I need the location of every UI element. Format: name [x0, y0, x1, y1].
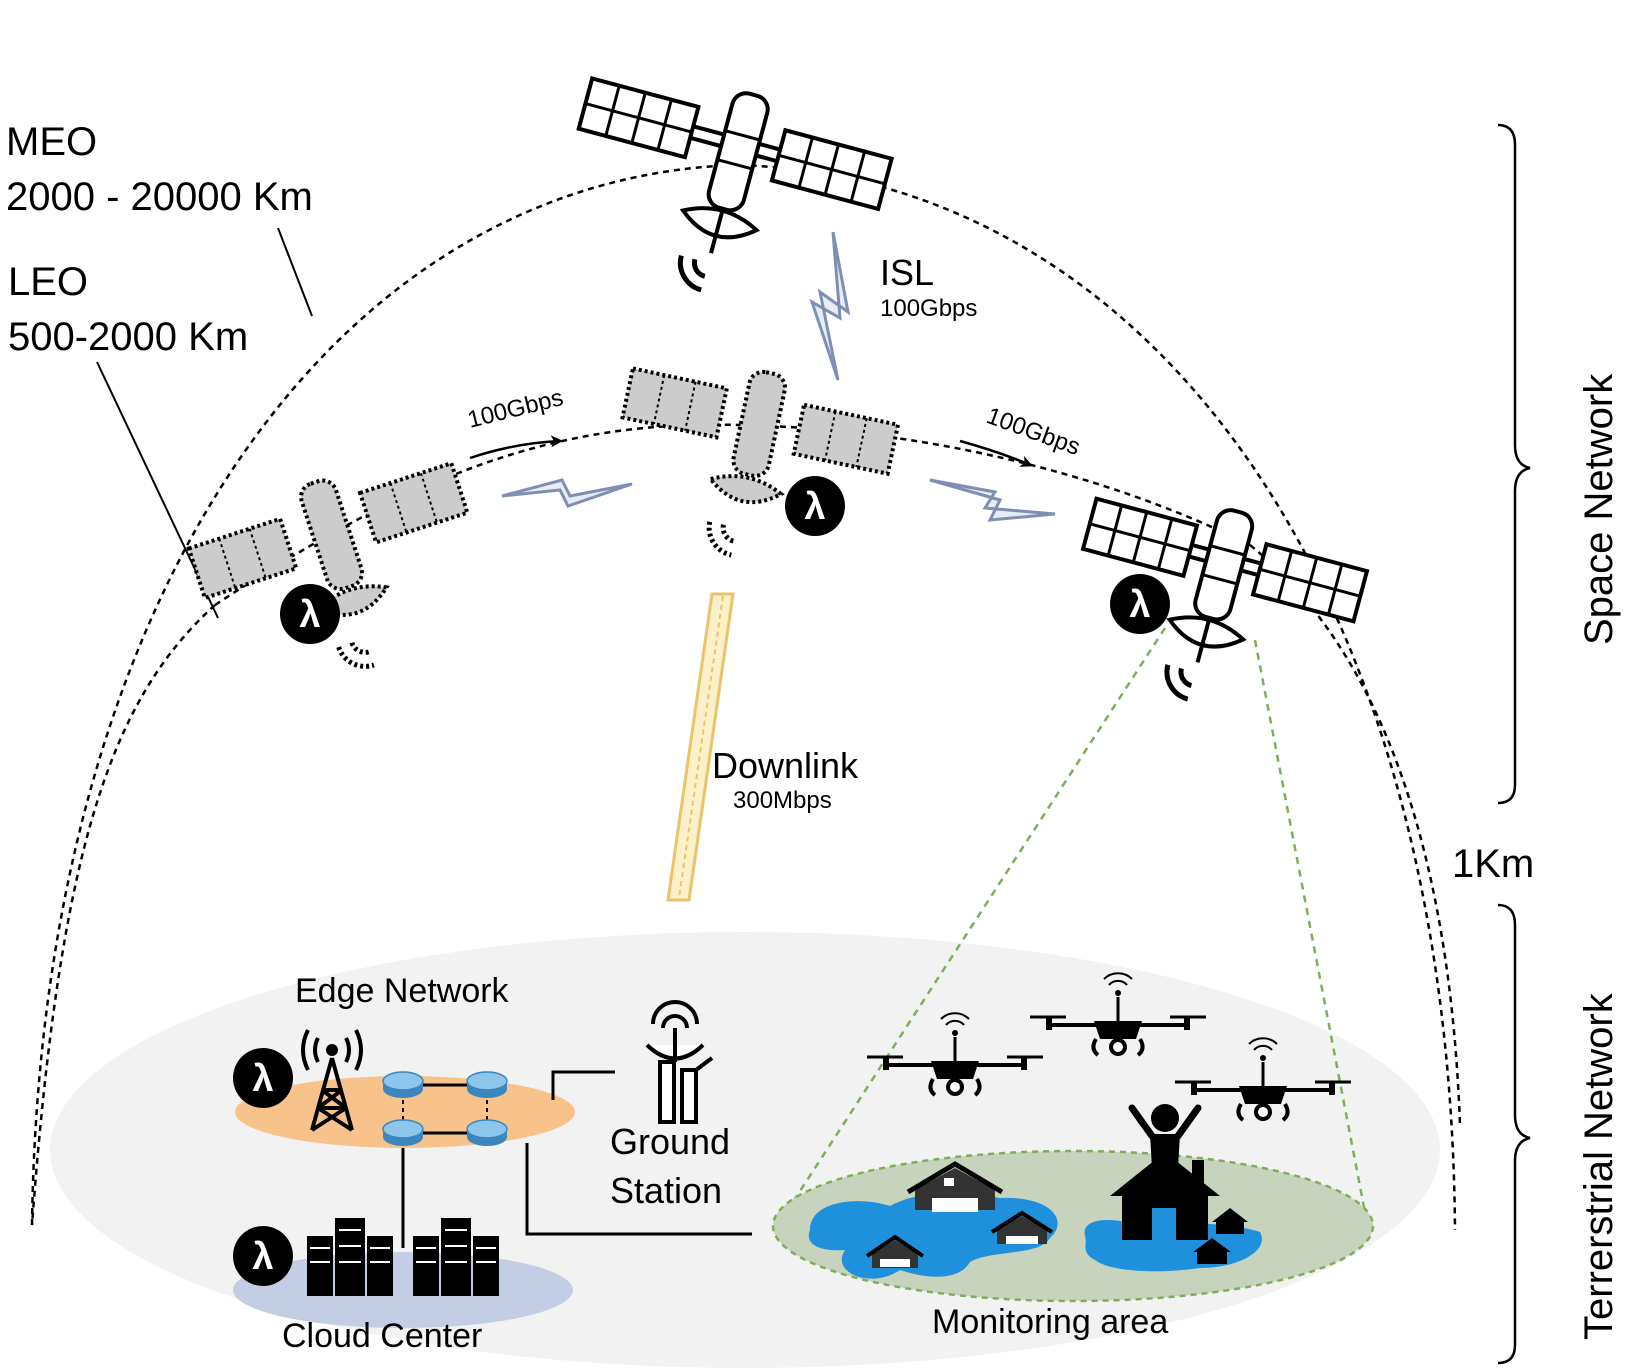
ground-station-label-line2: Station — [610, 1170, 722, 1211]
lambda-badge-cloud: λ — [233, 1226, 293, 1286]
downlink-rate-label: 300Mbps — [733, 787, 832, 814]
terrestrial-network-label: Terrerstrial Network — [1577, 992, 1621, 1340]
meo-leader-line — [277, 227, 313, 317]
lambda-icon — [280, 584, 340, 644]
lambda-icon — [233, 1048, 293, 1108]
drone-icon — [1175, 1037, 1351, 1122]
isl-bolt-icon — [809, 231, 851, 381]
ground-station-label-line1: Ground — [610, 1121, 730, 1162]
coverage-cone-right — [1253, 639, 1370, 1229]
house-icon — [1212, 1208, 1248, 1234]
flood-water-left — [808, 1192, 1058, 1279]
leo-orbit-left-extension — [30, 604, 216, 1226]
terrestrial-network-brace — [1497, 903, 1531, 1365]
isl-rate-label: 100Gbps — [880, 295, 977, 322]
lambda-symbol: λ — [1129, 584, 1150, 626]
meo-label: MEO — [6, 120, 97, 164]
downlink-beam — [666, 592, 735, 902]
leo-satellite-2-icon — [620, 366, 901, 558]
house-icon — [1193, 1238, 1231, 1264]
edge-network-label: Edge Network — [295, 972, 510, 1010]
person-icon — [1128, 1104, 1202, 1168]
house-icon — [906, 1161, 1004, 1212]
lambda-badge-sat2: λ — [785, 476, 845, 536]
lambda-icon — [785, 476, 845, 536]
router-icon — [466, 1119, 508, 1146]
house-icon — [1110, 1152, 1220, 1240]
meo-satellite-icon — [576, 76, 895, 293]
lambda-icon — [1110, 574, 1170, 634]
satellite-dish-icon — [645, 1000, 714, 1124]
isl-label: ISL — [880, 252, 934, 293]
lambda-symbol: λ — [252, 1236, 273, 1278]
lambda-symbol: λ — [299, 594, 320, 636]
lambda-symbol: λ — [252, 1058, 273, 1100]
edge-to-monitoring-link — [525, 1143, 752, 1236]
lambda-icon — [233, 1226, 293, 1286]
coverage-cone-left — [778, 627, 1167, 1223]
boundary-altitude-label: 1Km — [1452, 842, 1534, 886]
cloud-center-label: Cloud Center — [282, 1317, 482, 1355]
radio-tower-icon — [301, 1029, 363, 1132]
leo-label: LEO — [8, 260, 88, 304]
leo-link-left-rate: 100Gbps — [465, 384, 566, 434]
router-icon — [466, 1071, 508, 1098]
downlink-label: Downlink — [712, 745, 859, 786]
drone-icon — [867, 1012, 1043, 1097]
lambda-badge-sat1: λ — [280, 584, 340, 644]
leo-orbit — [214, 423, 1251, 607]
monitoring-area-label: Monitoring area — [932, 1303, 1168, 1341]
space-network-label: Space Network — [1577, 373, 1621, 645]
lambda-badge-edge: λ — [233, 1048, 293, 1108]
space-network-brace — [1497, 123, 1531, 805]
edge-to-ground-station-link — [551, 1070, 615, 1100]
router-icon — [382, 1071, 424, 1098]
server-rack-icon — [413, 1218, 499, 1296]
house-icon — [990, 1210, 1054, 1244]
leo-link-left-arrow — [469, 435, 563, 460]
server-rack-icon — [307, 1218, 393, 1296]
lambda-symbol: λ — [804, 486, 825, 528]
meo-range-label: 2000 - 20000 Km — [6, 175, 313, 219]
house-icon — [865, 1234, 925, 1268]
leo-bolt-right-icon — [929, 478, 1056, 522]
meo-orbit — [30, 163, 1457, 1231]
router-icon — [382, 1119, 424, 1146]
leo-link-right-arrow — [959, 439, 1033, 467]
leo-satellite-1-icon — [186, 460, 470, 669]
downlink-beam-center — [678, 595, 724, 899]
lambda-badge-sat3: λ — [1110, 574, 1170, 634]
leo-range-label: 500-2000 Km — [8, 315, 248, 359]
leo-satellite-3-icon — [1080, 496, 1370, 702]
drone-icon — [1030, 972, 1206, 1057]
leo-bolt-left-icon — [501, 478, 633, 508]
